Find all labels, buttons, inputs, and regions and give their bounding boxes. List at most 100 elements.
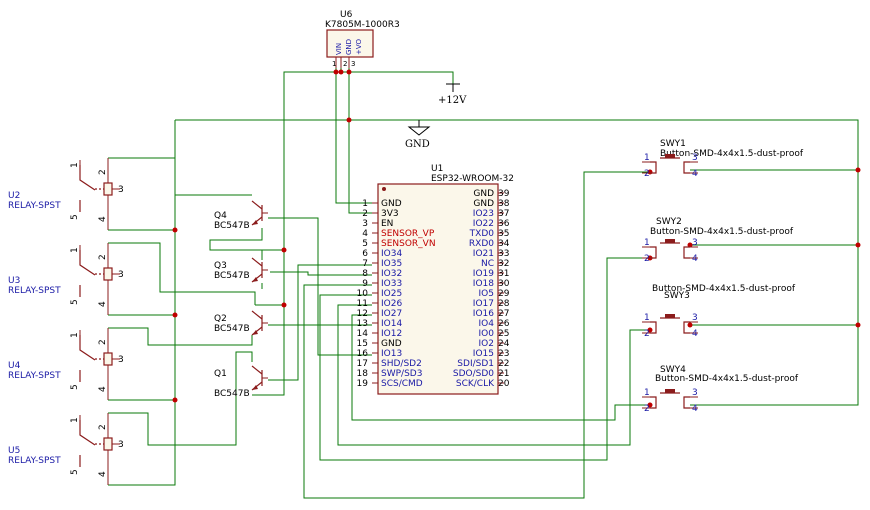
junction-dot	[855, 322, 861, 328]
u1-pin-name: GND	[381, 199, 402, 209]
button-pin-number: 4	[692, 404, 698, 414]
u1-pin-name: IO0	[479, 329, 495, 339]
u1-pin-number: 2	[362, 209, 368, 219]
transistor-collector	[251, 365, 263, 375]
u1-pin-number: 26	[498, 319, 510, 329]
u1-pin-name: RXD0	[469, 239, 494, 249]
u1-pin-number: 27	[498, 309, 509, 319]
relay-pin-number: 5	[70, 214, 80, 220]
u1-pin-name: IO26	[381, 299, 402, 309]
u1-pin-name: SENSOR_VP	[381, 229, 435, 239]
u1-pin-name: NC	[481, 259, 494, 269]
button-value: Button-SMD-4x4x1.5-dust-proof	[652, 284, 796, 294]
button-contact	[683, 396, 690, 409]
u1-pin-number: 20	[498, 379, 510, 389]
u1-pin-name: SENSOR_VN	[381, 239, 436, 249]
relay-pin-number: 1	[70, 332, 80, 338]
button-pin-number: 2	[644, 254, 650, 264]
u1-pin-number: 21	[498, 369, 509, 379]
relay-ref: U5	[8, 446, 20, 456]
u1-pin-name: SCS/CMD	[381, 379, 423, 389]
u1-pin-name: GND	[473, 189, 494, 199]
button-ref: SWY3	[664, 291, 690, 301]
u1-pin-number: 16	[357, 349, 369, 359]
u1-pin-number: 5	[362, 239, 368, 249]
u1-pin-number: 13	[357, 319, 368, 329]
u1-value: ESP32-WROOM-32	[431, 174, 514, 184]
button-cap	[665, 389, 675, 393]
button-ref: SWY2	[656, 217, 682, 227]
relay-value: RELAY-SPST	[8, 456, 61, 466]
junction-dot	[281, 302, 287, 308]
relay-contact	[79, 420, 96, 446]
relay-pin-number: 3	[118, 185, 124, 195]
u1-pin-name: SWP/SD3	[381, 369, 422, 379]
gnd-label: GND	[405, 139, 430, 150]
transistor-ref: Q3	[214, 261, 227, 271]
u1-pin-name: IO17	[473, 299, 494, 309]
u1-pin-number: 37	[498, 209, 509, 219]
button-contact	[683, 161, 690, 174]
u1-pin-name: IO14	[381, 319, 402, 329]
junction-dot	[346, 69, 352, 75]
transistor-ref: Q2	[214, 314, 227, 324]
relay-pin-number: 4	[98, 386, 108, 392]
junction-dot	[855, 242, 861, 248]
junction-dot	[346, 117, 352, 123]
transistor-arrow	[252, 385, 258, 390]
button-pin-number: 1	[644, 388, 650, 398]
u1-pin-name: IO25	[381, 289, 402, 299]
u1-pin-number: 29	[498, 289, 510, 299]
button-pin-number: 1	[644, 238, 650, 248]
relay-coil	[103, 352, 113, 366]
u1-pin-name: IO32	[381, 269, 402, 279]
u1-pin-number: 12	[357, 309, 368, 319]
button-value: Button-SMD-4x4x1.5-dust-proof	[660, 149, 804, 159]
u1-pin-number: 39	[498, 189, 510, 199]
u1-pin-number: 17	[357, 359, 368, 369]
u1-pin-number: 14	[357, 329, 369, 339]
u1-pin-name: IO4	[479, 319, 495, 329]
relay-ref: U3	[8, 276, 20, 286]
u1-pin-name: IO27	[381, 309, 402, 319]
u1-pin-number: 19	[357, 379, 369, 389]
u1-pin-name: IO35	[381, 259, 402, 269]
relay-pin-number: 1	[70, 162, 80, 168]
u1-pin-number: 38	[498, 199, 510, 209]
button-pin-number: 3	[692, 313, 698, 323]
button-pin-number: 2	[644, 169, 650, 179]
u1-pin-number: 10	[357, 289, 369, 299]
u1-pin-number: 1	[362, 199, 368, 209]
u1-pin-name: IO2	[479, 339, 494, 349]
u6-value: K7805M-1000R3	[325, 20, 400, 30]
u1-pin-number: 30	[498, 279, 510, 289]
button-pin-number: 4	[692, 329, 698, 339]
relay-contact	[79, 250, 96, 276]
relay-pin-number: 4	[98, 216, 108, 222]
u1-ref: U1	[431, 164, 443, 174]
relay-pin-number: 1	[70, 247, 80, 253]
relay-pin-number: 3	[118, 355, 124, 365]
u1-pin-number: 23	[498, 349, 509, 359]
u1-pin-number: 36	[498, 219, 510, 229]
junction-dot	[172, 397, 178, 403]
transistor-ref: Q1	[214, 369, 227, 379]
transistor-value: BC547B	[214, 324, 250, 334]
u1-pin-name: IO12	[381, 329, 402, 339]
button-cap	[665, 239, 675, 243]
u6-pin-vo: +VO	[355, 38, 363, 55]
u1-pin-name: SHD/SD2	[381, 359, 422, 369]
u1-pin-name: 3V3	[381, 209, 399, 219]
button-pin-number: 3	[692, 238, 698, 248]
junction-dot	[172, 312, 178, 318]
u1-pin-number: 11	[357, 299, 368, 309]
